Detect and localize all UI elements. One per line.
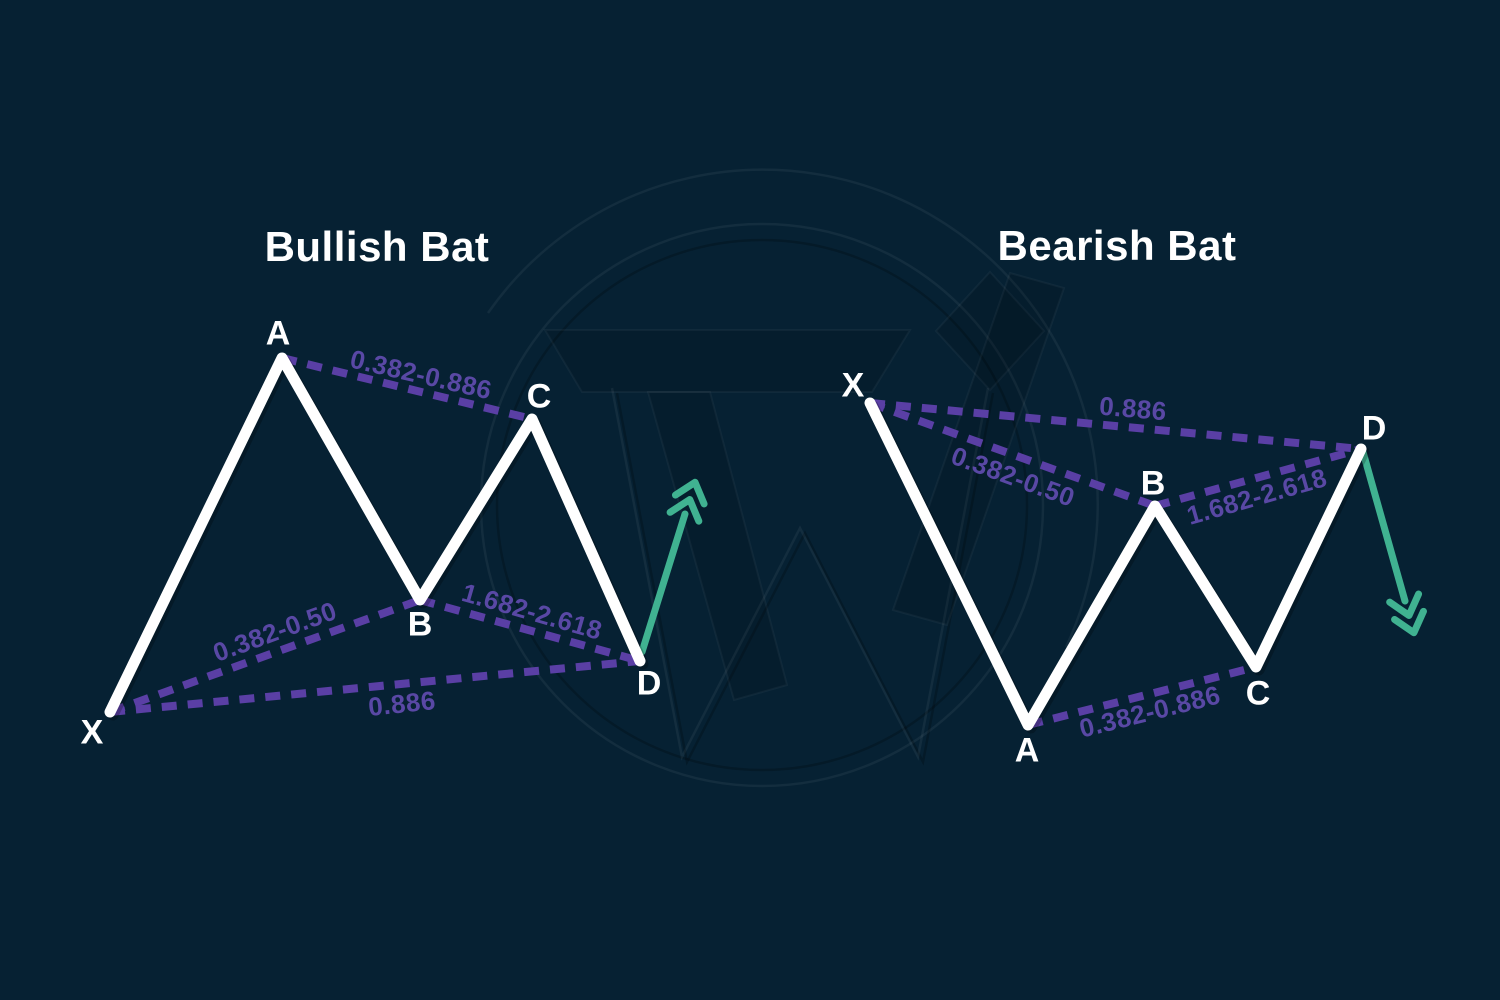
- bearish-retracement-xd: [869, 399, 1362, 453]
- bullish-price-path: [104, 352, 646, 718]
- bearish-arrow-chevron-2: [1386, 590, 1423, 619]
- bullish-arrow-shaft: [638, 510, 689, 656]
- bearish-point-label-a: A: [1014, 731, 1040, 770]
- bullish-extension-bd: [418, 596, 642, 665]
- watermark-t-stem: [646, 391, 789, 702]
- bullish-point-label-d: D: [636, 664, 662, 703]
- bullish-breakout-arrow: [638, 478, 708, 656]
- bearish-ratio-xd: 0.886: [1098, 390, 1169, 427]
- bullish-bat-pattern: [104, 352, 708, 721]
- bearish-pattern-title: Bearish Bat: [997, 222, 1237, 269]
- bullish-arrow-chevron-2: [666, 496, 703, 525]
- bullish-retracement-xb: [108, 596, 422, 716]
- watermark-w-shadow: [615, 392, 995, 766]
- watermark-arc: [486, 168, 1099, 648]
- watermark-circle-inner: [495, 238, 1029, 772]
- bullish-retracement-ac: [281, 354, 533, 423]
- bullish-pattern-title: Bullish Bat: [264, 223, 490, 270]
- bullish-point-label-a: A: [265, 314, 291, 353]
- watermark-t-bar: [543, 329, 912, 393]
- bearish-bat-pattern: [864, 397, 1427, 734]
- bullish-arrow-chevron-1: [671, 478, 708, 508]
- bearish-point-label-c: C: [1245, 674, 1271, 713]
- bearish-point-label-d: D: [1361, 409, 1387, 448]
- bearish-breakdown-arrow: [1359, 448, 1427, 637]
- watermark-diamond: [934, 270, 1046, 392]
- bearish-extension-bd: [1153, 445, 1363, 510]
- bearish-price-path: [864, 397, 1367, 731]
- bearish-retracement-ac: [1027, 663, 1257, 729]
- bullish-point-label-c: C: [526, 377, 552, 416]
- bullish-point-label-x: X: [80, 713, 104, 752]
- watermark-w-outline: [610, 387, 990, 761]
- bearish-arrow-chevron-1: [1391, 607, 1427, 637]
- bullish-point-label-b: B: [407, 605, 433, 644]
- bearish-point-label-b: B: [1140, 464, 1166, 503]
- bearish-arrow-shaft: [1359, 448, 1409, 605]
- bullish-retracement-xd: [109, 657, 641, 716]
- bearish-point-label-x: X: [841, 366, 865, 405]
